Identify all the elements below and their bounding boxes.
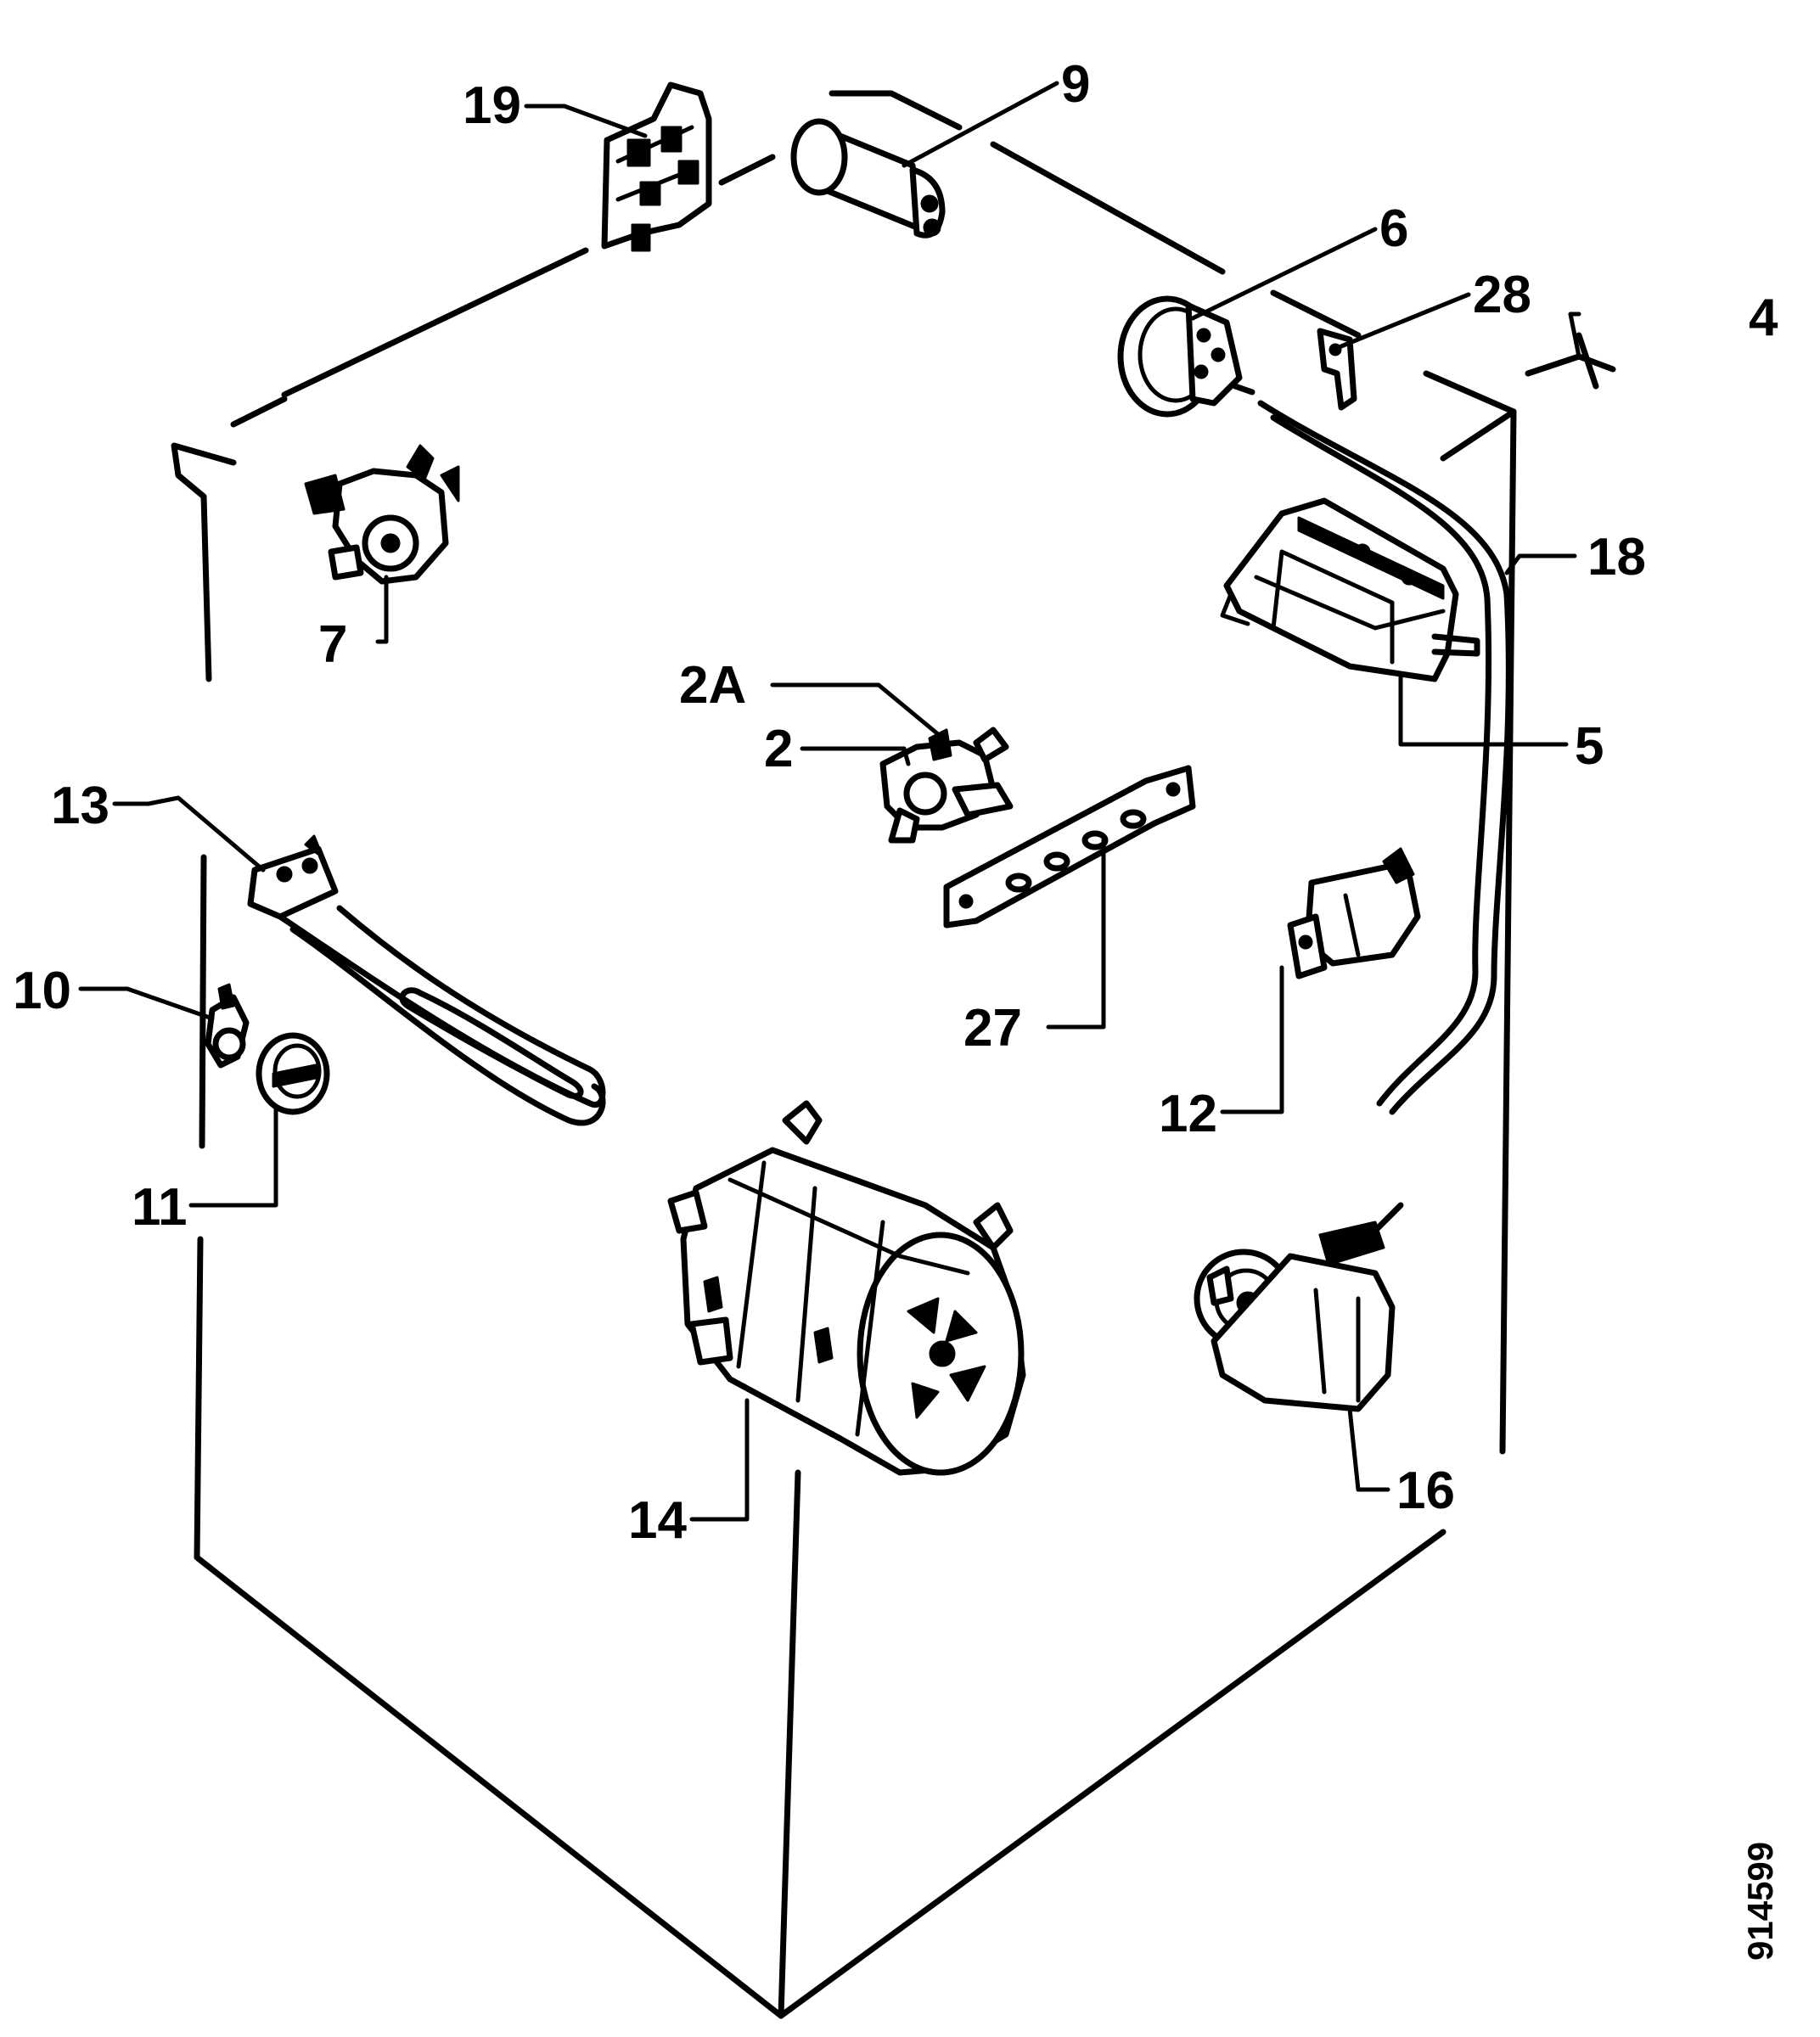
callout-4: 4	[1749, 289, 1778, 347]
callout-10: 10	[13, 962, 71, 1020]
part-6-pressure-switch	[1117, 295, 1255, 418]
callout-12: 12	[1159, 1085, 1217, 1143]
callout-16: 16	[1396, 1462, 1455, 1520]
callout-2a: 2A	[679, 656, 746, 715]
part-9-capacitor	[790, 118, 946, 238]
part-12-door-interlock	[1287, 847, 1421, 979]
callout-6: 6	[1379, 199, 1408, 258]
part-16-drain-pump	[1194, 1202, 1404, 1412]
document-number: 914599	[1740, 1842, 1780, 1961]
callout-27: 27	[963, 999, 1022, 1058]
part-19-terminal-block	[601, 81, 712, 252]
callout-9: 9	[1061, 55, 1090, 114]
part-5-timer	[1220, 497, 1480, 682]
part-27-strap	[943, 765, 1196, 929]
cabinet-outline	[171, 90, 1517, 2019]
part-7-valve	[304, 444, 460, 585]
callout-5: 5	[1575, 717, 1604, 776]
leader-lines	[78, 81, 1581, 1522]
part-10-thermostat	[205, 983, 250, 1069]
callout-14: 14	[628, 1491, 687, 1550]
callout-11: 11	[132, 1178, 188, 1237]
callout-2: 2	[764, 720, 793, 778]
part-14-motor	[667, 1100, 1026, 1476]
part-18-hose	[1257, 400, 1512, 1115]
part-13-heating-element	[247, 834, 606, 1126]
callout-labels: 19 9 6 28 4 18 7 2A 2 5 13 10 27 12 11 1…	[13, 55, 1778, 1550]
callout-28: 28	[1473, 266, 1531, 324]
part-4-cable-tie	[1525, 332, 1616, 390]
callout-18: 18	[1587, 528, 1646, 586]
callout-13: 13	[51, 777, 110, 835]
part-28-clip	[1317, 328, 1357, 411]
part-11-filter	[256, 1032, 330, 1115]
callout-7: 7	[318, 615, 347, 674]
callout-19: 19	[463, 76, 521, 135]
